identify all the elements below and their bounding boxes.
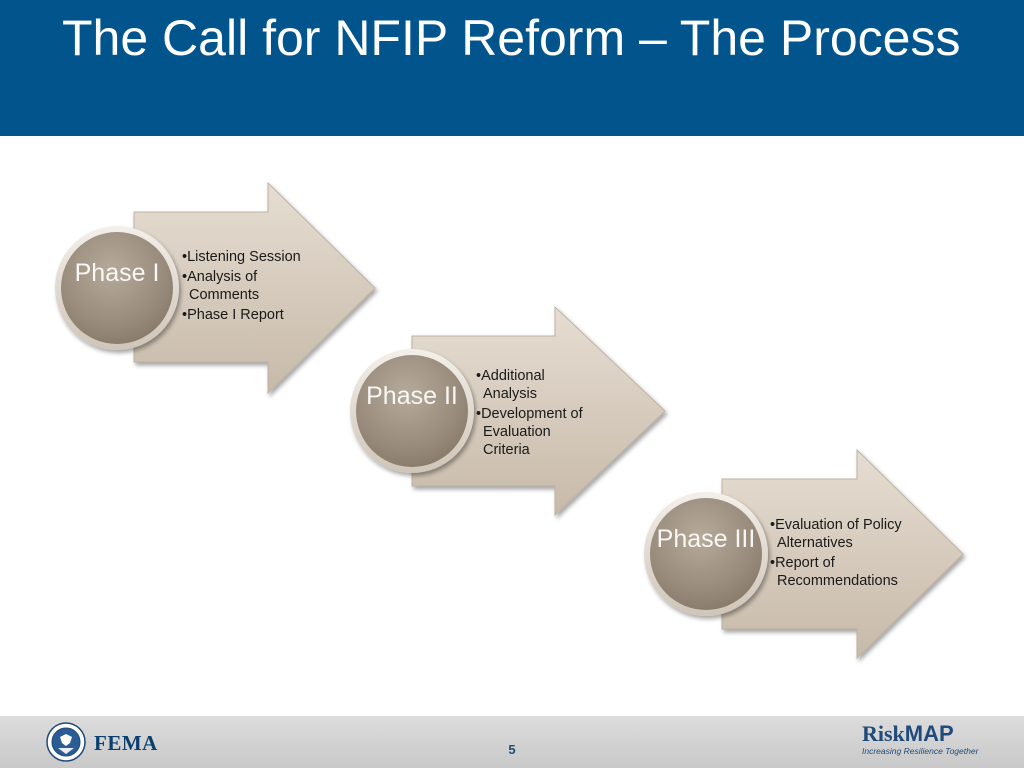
slide-title: The Call for NFIP Reform – The Process (62, 10, 961, 66)
phase-3-bullet: Evaluation of Policy Alternatives (770, 516, 935, 552)
phase-3-label: Phase III (656, 525, 756, 553)
riskmap-wordmark-risk: Risk (862, 721, 905, 746)
phase-1-bullet: Phase I Report (182, 306, 332, 324)
phase-2-bullets: Additional Analysis Development of Evalu… (476, 367, 588, 461)
riskmap-wordmark-map: MAP (904, 721, 954, 746)
phase-1-bullet: Analysis of Comments (182, 268, 289, 304)
phase-2-circle (356, 355, 468, 467)
phase-1-bullet: Listening Session (182, 248, 332, 266)
title-bar: The Call for NFIP Reform – The Process (0, 0, 1024, 136)
phase-2-bullet: Additional Analysis (476, 367, 588, 403)
page-number: 5 (508, 742, 516, 757)
phase-2-label: Phase II (366, 382, 458, 410)
footer-bar: FEMA 5 RiskMAP Increasing Resilience Tog… (0, 716, 1024, 768)
riskmap-logo: RiskMAP Increasing Resilience Together (862, 721, 992, 756)
phase-1-bullets: Listening Session Analysis of Comments P… (182, 248, 332, 326)
riskmap-tagline: Increasing Resilience Together (862, 746, 979, 756)
phase-2-bullet: Development of Evaluation Criteria (476, 405, 588, 459)
phase-3-circle (650, 498, 762, 610)
phase-3-bullets: Evaluation of Policy Alternatives Report… (770, 516, 935, 592)
phase-1-label: Phase I (74, 259, 160, 287)
phase-1-circle (61, 232, 173, 344)
dhs-seal-icon (46, 722, 86, 762)
phase-3-bullet: Report of Recommendations (770, 554, 935, 590)
fema-wordmark: FEMA (94, 731, 158, 755)
